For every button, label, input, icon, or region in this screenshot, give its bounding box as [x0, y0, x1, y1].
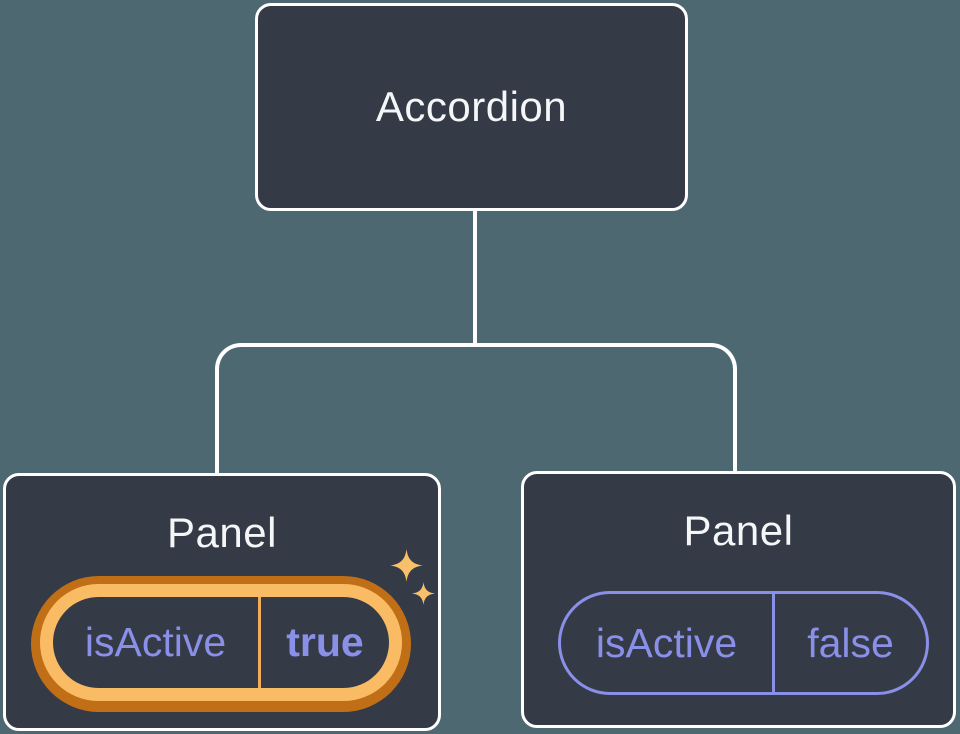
connector-branch [215, 343, 737, 473]
node-accordion-label: Accordion [375, 83, 568, 130]
prop-pill-inactive: isActive false [558, 591, 929, 695]
node-panel-active-label: Panel [167, 509, 277, 556]
connector-root-stem [473, 211, 477, 347]
sparkle-icon-large [390, 549, 423, 582]
node-accordion: Accordion [255, 3, 688, 211]
prop-value: true [286, 619, 364, 665]
prop-pill-active-content: isActive true [53, 597, 389, 688]
prop-pill-active-ring: isActive true [40, 584, 402, 701]
node-panel-active: Panel isActive true [3, 473, 441, 731]
prop-divider [258, 597, 261, 688]
prop-name: isActive [84, 619, 227, 665]
node-panel-inactive-label: Panel [683, 507, 794, 554]
prop-value: false [807, 619, 894, 666]
sparkle-icon-small [412, 582, 435, 605]
prop-pill-active: isActive true [31, 576, 411, 712]
prop-name: isActive [595, 619, 738, 666]
node-panel-inactive: Panel isActive false [521, 471, 956, 728]
prop-divider [772, 594, 775, 692]
